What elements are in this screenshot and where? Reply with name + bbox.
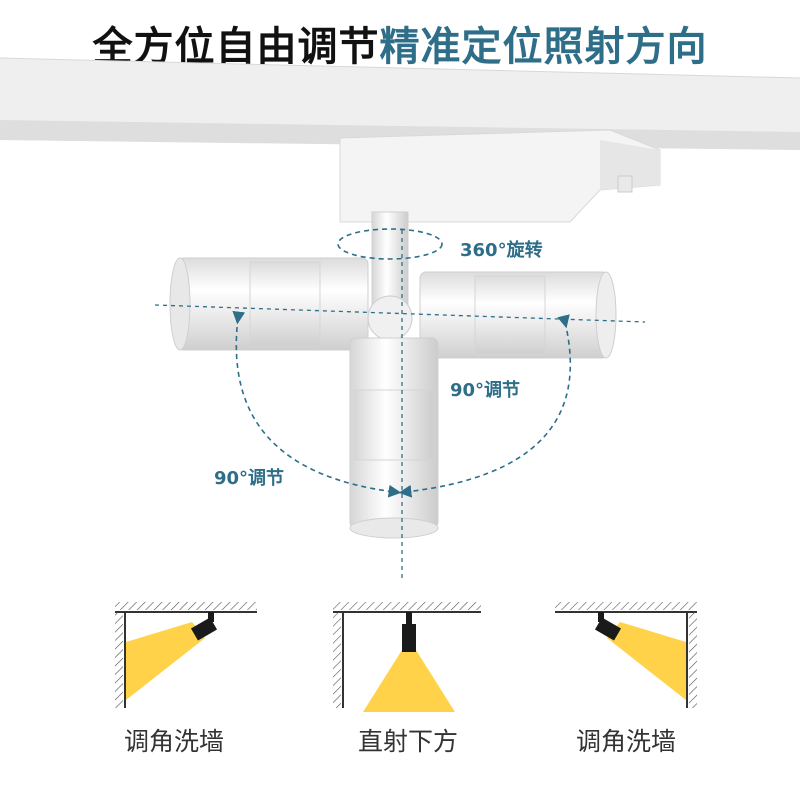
diagram-wall-wash-right [555, 602, 697, 708]
tilt-label-left: 90°调节 [214, 468, 285, 489]
rotation-label: 360°旋转 [460, 240, 543, 261]
diagram-straight-down [333, 602, 481, 712]
left-spotlight-head [169, 257, 369, 351]
diagram-caption-2: 直射下方 [357, 727, 458, 756]
diagram-wall-wash-left [115, 602, 257, 708]
right-spotlight-head [419, 271, 617, 359]
pivot-joint [367, 295, 413, 341]
rotation-arrow [337, 228, 443, 260]
tilt-label-right: 90°调节 [450, 380, 521, 401]
diagram-caption-1: 调角洗墙 [123, 727, 224, 756]
tilt-arc-left [232, 310, 402, 498]
diagram-caption-3: 调角洗墙 [575, 727, 676, 756]
tilt-arc-right [398, 314, 572, 498]
track-adapter [339, 129, 661, 223]
down-spotlight-head [349, 337, 439, 539]
headline-part-2: 精准定位照射方向 [379, 24, 708, 70]
